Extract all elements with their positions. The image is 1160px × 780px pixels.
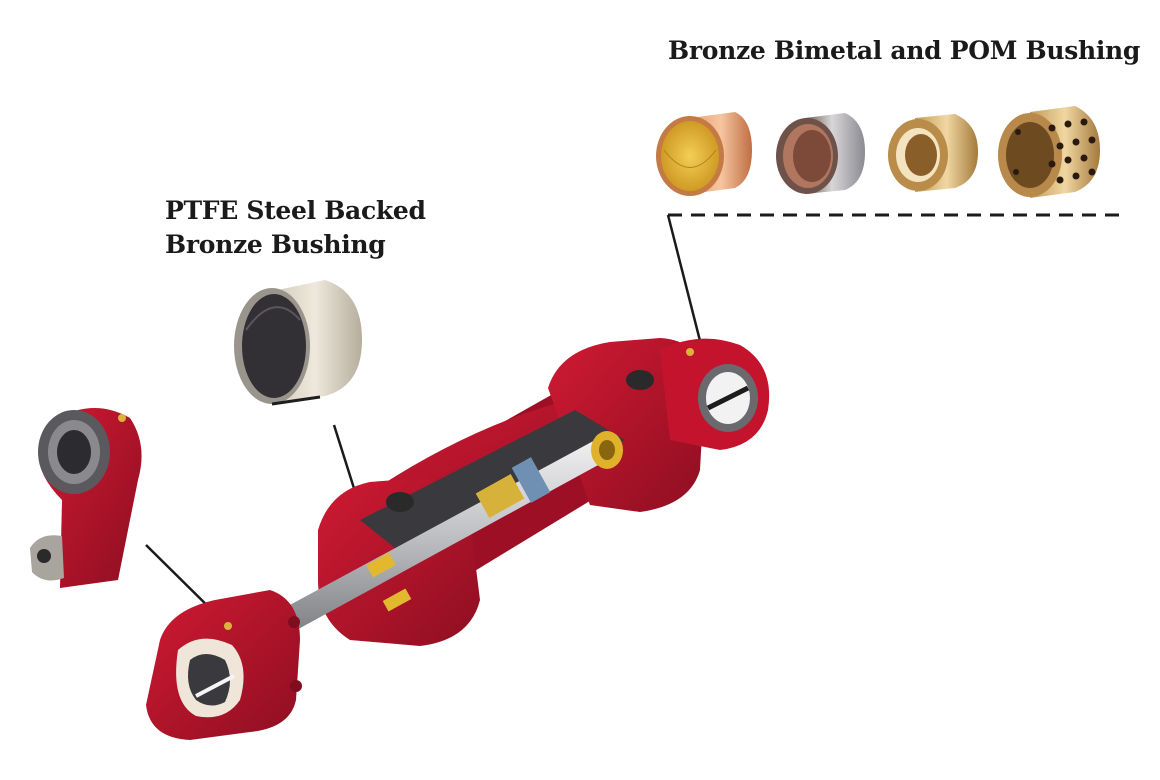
copper-bimetal-bushing-icon [656, 112, 752, 196]
ptfe-steel-backed-bushing-icon [234, 280, 362, 406]
bronze-flanged-bushing-icon [888, 114, 978, 192]
ptfe-label-line-1: PTFE Steel Backed [165, 196, 426, 225]
bimetal-pom-bushing-label: Bronze Bimetal and POM Bushing [668, 36, 1141, 65]
hydraulic-cylinder-cutaway-icon [146, 338, 770, 740]
ptfe-bushing-label: PTFE Steel Backed Bronze Bushing [165, 194, 426, 262]
graphite-plugged-bronze-bushing-icon [998, 106, 1100, 198]
ptfe-label-line-2: Bronze Bushing [165, 230, 386, 259]
rod-end-eye-icon [30, 408, 142, 588]
steel-bimetal-bushing-icon [776, 113, 865, 194]
